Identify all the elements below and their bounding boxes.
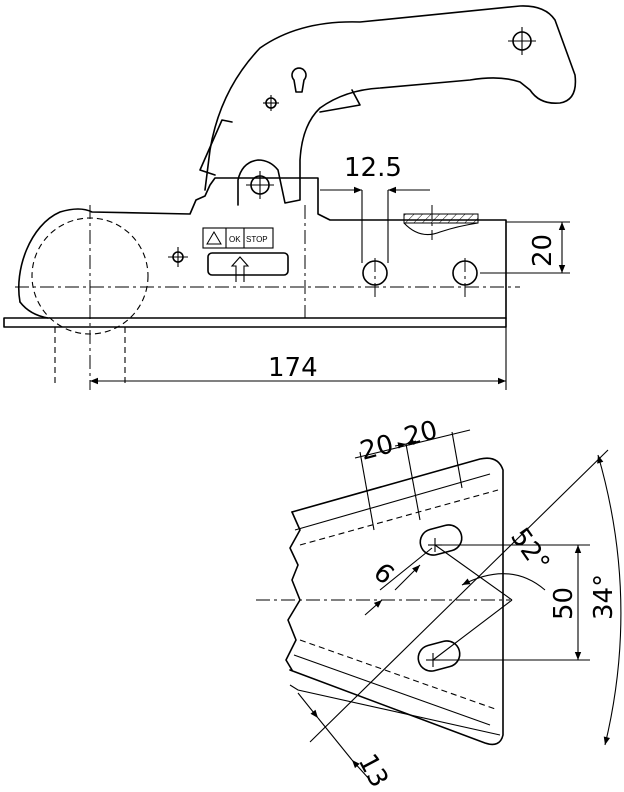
dim-50: 50 (549, 587, 579, 620)
dim-174: 174 (268, 353, 318, 383)
ball-shank (54, 205, 126, 390)
coupling-housing (18, 177, 507, 319)
side-view: OK STOP 12.5 (3, 5, 577, 390)
ok-label: OK (229, 235, 241, 244)
dim-hole-diameter: 12.5 (320, 153, 430, 194)
dim-20-b: 20 (401, 415, 441, 453)
warning-triangle-icon (206, 231, 222, 245)
dim-20-a: 20 (357, 429, 397, 467)
dim-angle-large: 34° (589, 454, 622, 746)
wear-indicator-label: OK STOP (202, 227, 289, 282)
base-plate (3, 317, 507, 328)
ball-socket-outline (19, 301, 49, 319)
dim-6: 6 (368, 557, 400, 591)
bottom-view: 20 20 52° 50 34° 6 (256, 415, 622, 792)
dim-slot-width: 6 (364, 547, 433, 616)
keyhole (291, 67, 307, 93)
handle-grip-detail (199, 119, 233, 176)
fixing-holes-side (361, 190, 478, 300)
indicator-arrow-icon (230, 256, 250, 282)
handle-inner-edge (319, 89, 361, 113)
bottom-plate-outline (289, 457, 504, 746)
dim-vertical: 50 (549, 545, 582, 660)
hatched-section (403, 213, 479, 224)
dim-spacing-top: 20 20 (354, 415, 471, 531)
dim-13: 13 (352, 749, 394, 792)
stop-label: STOP (246, 235, 268, 244)
bottom-plate-edge (285, 511, 301, 671)
dim-52-deg: 52° (504, 523, 555, 578)
slots (417, 524, 463, 672)
dim-length: 174 (90, 327, 507, 390)
dim-20-vertical: 20 (528, 234, 558, 267)
dim-34-deg: 34° (589, 574, 619, 620)
dim-hole-height: 20 (480, 221, 570, 274)
dim-12-5: 12.5 (344, 153, 402, 183)
coupling-handle (204, 5, 577, 206)
